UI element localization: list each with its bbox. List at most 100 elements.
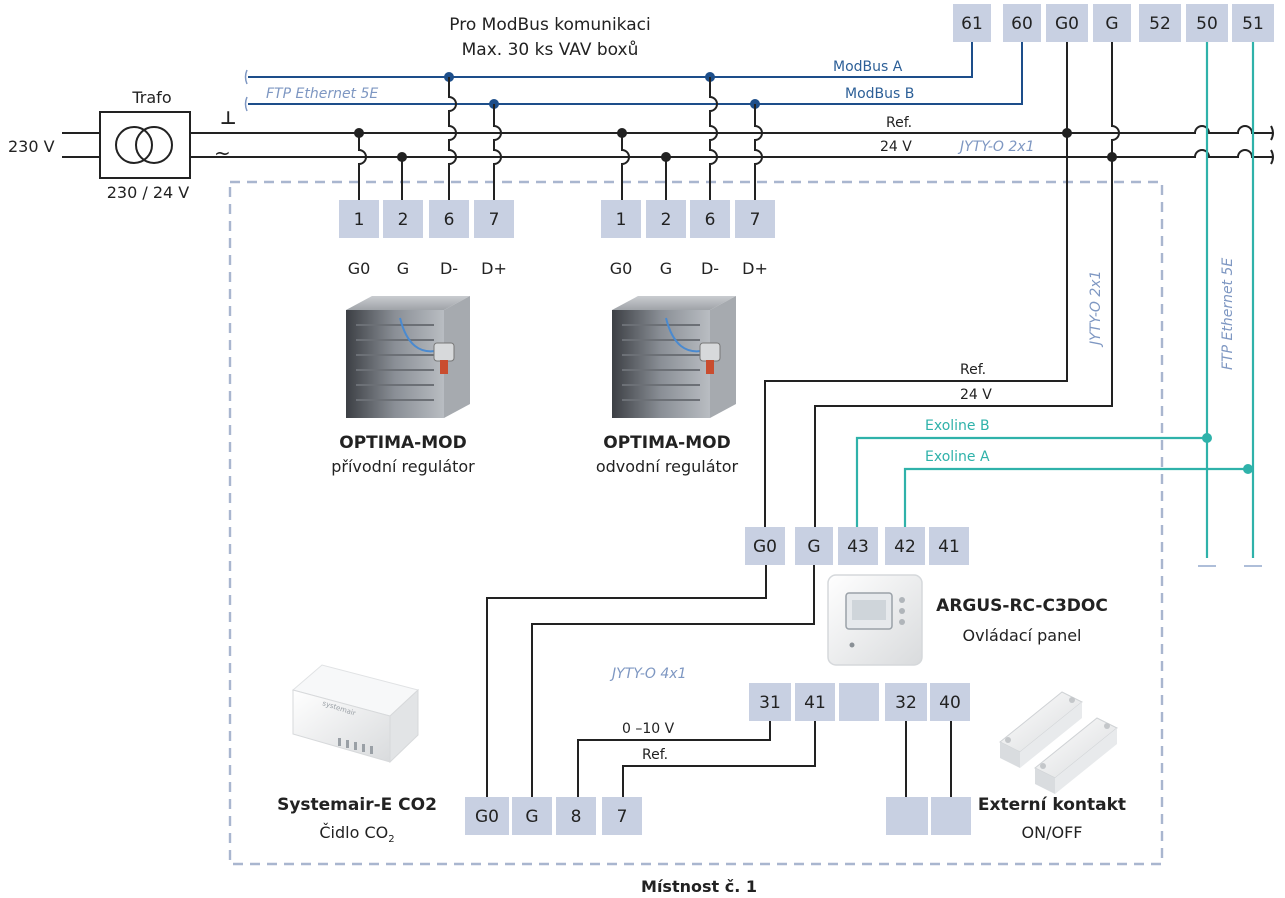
modbus-b-label: ModBus B	[845, 86, 914, 102]
co2-g-wire	[531, 565, 815, 800]
argus-panel: G0 G 43 42 41 ARGUS-RC-C3DOC Ovládací pa…	[745, 527, 1108, 721]
jyty-4x1-label: JYTY-O 4x1	[609, 666, 686, 682]
contact-device-image	[999, 691, 1118, 794]
co2-ref-wire	[622, 721, 816, 800]
controller-terminal-label: 51	[1242, 14, 1264, 34]
trafo-ratio: 230 / 24 V	[107, 183, 190, 202]
co2-terminal	[465, 797, 509, 835]
co2-terminal-label: G	[525, 807, 538, 827]
vav1-terminal-label: 2	[398, 210, 409, 230]
ground-symbol: ⊥	[220, 108, 236, 129]
argus-lower-terminal-label: 40	[939, 693, 961, 713]
argus-lower-terminal-label: 32	[895, 693, 917, 713]
vav2-terminal	[690, 200, 730, 238]
argus-terminal-label: G	[807, 537, 820, 557]
v24-bus	[190, 149, 1272, 158]
argus-name: ARGUS-RC-C3DOC	[936, 596, 1108, 616]
controller-terminal-label: G0	[1055, 14, 1079, 34]
exoline-a-line	[903, 467, 1248, 527]
controller-terminal-strip: 61 60 G0 G 52 50 51	[953, 4, 1274, 42]
co2-ref-label: Ref.	[642, 747, 668, 763]
argus-terminal-label: G0	[753, 537, 777, 557]
co2-description-main: Čidlo CO	[319, 823, 388, 842]
jyty-2x1-top-label: JYTY-O 2x1	[957, 139, 1034, 155]
room-boundary	[228, 180, 1164, 866]
argus-terminal	[745, 527, 785, 565]
controller-terminal	[1186, 4, 1228, 42]
vav2-terminal-label: 6	[705, 210, 716, 230]
controller-terminal-label: 60	[1011, 14, 1033, 34]
co2-sensor: systemair Systemair-E CO2 Čidlo CO2 G0 G…	[277, 664, 642, 845]
vav1-pin-label: G0	[348, 259, 371, 278]
vav2-pin-label: G0	[610, 259, 633, 278]
co2-terminal-label: 8	[571, 807, 582, 827]
vav1-g0-wire	[358, 133, 367, 200]
trafo-coil-right	[135, 126, 173, 164]
argus-lower-terminal	[885, 683, 927, 721]
co2-terminal-label: G0	[475, 807, 499, 827]
trafo-box	[99, 111, 191, 179]
vav1-terminal-label: 7	[489, 210, 500, 230]
exoline-b-label: Exoline B	[925, 418, 990, 434]
vav2-terminal	[601, 200, 641, 238]
co2-g0-wire	[486, 565, 767, 800]
vav2-pin-label: G	[660, 259, 672, 278]
vav2-pin-label: D-	[701, 259, 719, 278]
vav1-terminal	[339, 200, 379, 238]
vav1-terminal	[474, 200, 514, 238]
argus-lower-terminal-label: 41	[804, 693, 826, 713]
co2-terminal	[602, 797, 642, 835]
contact-description: ON/OFF	[1022, 823, 1083, 842]
argus-terminal	[838, 527, 878, 565]
argus-24v-wire	[814, 42, 1120, 527]
vav2-d-minus-wire	[709, 77, 718, 200]
vav2-terminal-label: 7	[750, 210, 761, 230]
modbus-a-line-end	[244, 69, 248, 85]
co2-name: Systemair-E CO2	[277, 795, 437, 815]
argus-terminal	[929, 527, 969, 565]
vav1-pin-label: D-	[440, 259, 458, 278]
v24-bus-label: 24 V	[880, 139, 912, 155]
contact-terminal	[886, 797, 928, 835]
trafo-coil-left	[115, 126, 153, 164]
ac-symbol: ~	[214, 141, 231, 165]
controller-terminal-label: 61	[961, 14, 983, 34]
signal-0-10-label: 0 –10 V	[622, 721, 675, 737]
modbus-b-line	[248, 40, 1023, 105]
argus-terminal	[885, 527, 925, 565]
argus-terminal-label: 43	[847, 537, 869, 557]
controller-terminal	[1093, 4, 1131, 42]
argus-terminal-label: 42	[894, 537, 916, 557]
ftp-top-label: FTP Ethernet 5E	[266, 86, 378, 102]
vav2-terminal-label: 1	[616, 210, 627, 230]
ftp-vertical-label: FTP Ethernet 5E	[1220, 258, 1236, 370]
exoline-a-label: Exoline A	[925, 449, 990, 465]
ref-bus-end	[1270, 125, 1274, 141]
modbus-b-line-end	[244, 96, 248, 112]
vav2-terminal-label: 2	[661, 210, 672, 230]
controller-terminal-label: 52	[1149, 14, 1171, 34]
contact-name: Externí kontakt	[978, 795, 1126, 815]
v24-bus-end	[1270, 149, 1274, 165]
vav2-terminal	[735, 200, 775, 238]
co2-device-image: systemair	[291, 664, 420, 764]
argus-lower-terminal	[749, 683, 791, 721]
modbus-title-line1: Pro ModBus komunikaci	[449, 15, 650, 35]
vav2-g0-wire	[621, 133, 630, 200]
argus-lower-terminal	[839, 683, 879, 721]
trafo-title: Trafo	[131, 88, 171, 107]
vav1-terminal-label: 6	[444, 210, 455, 230]
controller-terminal	[953, 4, 991, 42]
controller-terminal	[1139, 4, 1181, 42]
ref-bus	[190, 125, 1272, 134]
co2-terminal	[556, 797, 596, 835]
vav1-d-minus-wire	[448, 77, 457, 200]
contact-terminal	[931, 797, 971, 835]
argus-terminal-label: 41	[938, 537, 960, 557]
trafo-input-label: 230 V	[8, 137, 55, 156]
vav1-name: OPTIMA-MOD	[339, 433, 466, 453]
modbus-title-line2: Max. 30 ks VAV boxů	[462, 40, 639, 60]
vav-supply: 1 2 6 7 G0 G D- D+ OPTIMA-MOD přívodní r…	[331, 72, 514, 476]
vav2-d-plus-wire	[754, 104, 763, 200]
